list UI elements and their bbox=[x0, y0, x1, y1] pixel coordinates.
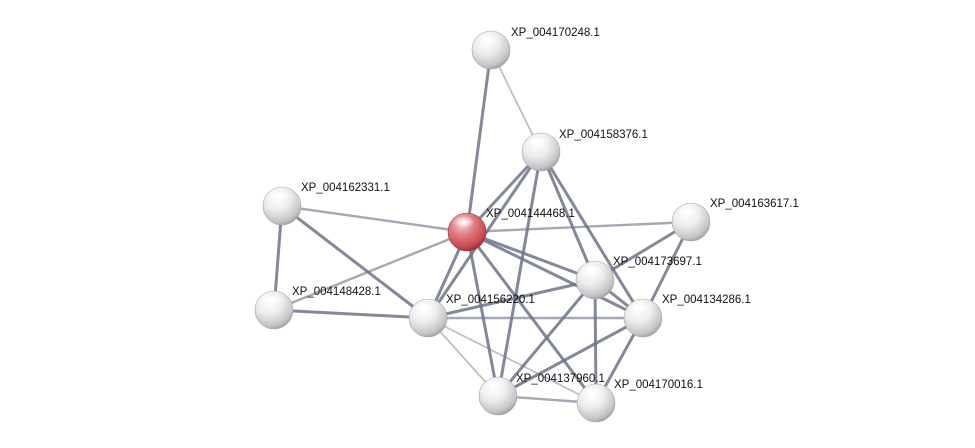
node-label: XP_004162331.1 bbox=[301, 182, 390, 194]
node-highlight bbox=[453, 216, 475, 228]
node-highlight bbox=[477, 34, 499, 46]
node-highlight bbox=[268, 190, 290, 202]
node-xp-004163617-1[interactable]: XP_004163617.1 bbox=[671, 198, 799, 242]
node-highlight bbox=[581, 264, 603, 276]
node-xp-004162331-1[interactable]: XP_004162331.1 bbox=[262, 182, 390, 226]
node-label: XP_004134286.1 bbox=[662, 294, 751, 306]
node-xp-004148428-1[interactable]: XP_004148428.1 bbox=[254, 286, 381, 330]
node-highlight bbox=[629, 302, 651, 314]
edge-xp-004158376-1-xp-004137960-1 bbox=[496, 150, 543, 398]
edge-xp-004173697-1-xp-004137960-1 bbox=[496, 278, 597, 398]
edge-xp-004144468-1-xp-004134286-1 bbox=[465, 230, 645, 320]
node-highlight bbox=[677, 206, 699, 218]
edge-xp-004144468-1-xp-004173697-1 bbox=[465, 230, 597, 282]
node-label: XP_004170248.1 bbox=[511, 27, 600, 39]
edge-xp-004156220-1-xp-004170016-1 bbox=[427, 317, 597, 404]
edge-xp-004162331-1-xp-004144468-1 bbox=[280, 204, 469, 234]
node-label: XP_004163617.1 bbox=[710, 198, 799, 210]
node-label: XP_004156220.1 bbox=[446, 294, 535, 306]
node-label: XP_004148428.1 bbox=[292, 286, 381, 298]
node-xp-004170248-1[interactable]: XP_004170248.1 bbox=[471, 27, 600, 70]
edge-xp-004173697-1-xp-004170016-1 bbox=[593, 278, 598, 405]
edge-xp-004134286-1-xp-004137960-1 bbox=[496, 316, 645, 398]
node-xp-004170016-1[interactable]: XP_004170016.1 bbox=[576, 379, 703, 423]
edge-xp-004156220-1-xp-004173697-1 bbox=[426, 278, 597, 320]
node-highlight bbox=[582, 387, 604, 399]
node-xp-004134286-1[interactable]: XP_004134286.1 bbox=[623, 294, 751, 338]
node-xp-004158376-1[interactable]: XP_004158376.1 bbox=[521, 129, 648, 172]
edge-xp-004144468-1-xp-004163617-1 bbox=[465, 220, 693, 234]
node-label: XP_004158376.1 bbox=[559, 129, 648, 141]
node-xp-004144468-1[interactable]: XP_004144468.1 bbox=[447, 208, 575, 252]
node-highlight bbox=[527, 136, 549, 148]
node-label: XP_004170016.1 bbox=[614, 379, 703, 391]
edge-xp-004148428-1-xp-004144468-1 bbox=[272, 230, 469, 312]
edge-xp-004158376-1-xp-004173697-1 bbox=[539, 150, 597, 282]
edge-xp-004144468-1-xp-004137960-1 bbox=[465, 230, 500, 398]
node-label: XP_004173697.1 bbox=[613, 256, 702, 268]
node-label: XP_004144468.1 bbox=[486, 208, 575, 220]
edge-xp-004170248-1-xp-004144468-1 bbox=[465, 48, 493, 234]
node-xp-004173697-1[interactable]: XP_004173697.1 bbox=[575, 256, 702, 300]
edge-xp-004162331-1-xp-004156220-1 bbox=[280, 204, 430, 320]
node-highlight bbox=[414, 302, 436, 314]
node-xp-004137960-1[interactable]: XP_004137960.1 bbox=[478, 373, 605, 416]
edge-xp-004148428-1-xp-004156220-1 bbox=[272, 308, 430, 320]
node-label: XP_004137960.1 bbox=[516, 373, 605, 385]
edge-xp-004158376-1-xp-004134286-1 bbox=[539, 150, 645, 320]
node-highlight bbox=[484, 380, 506, 392]
nodes-layer: XP_004170248.1XP_004158376.1XP_004162331… bbox=[254, 27, 799, 423]
node-xp-004156220-1[interactable]: XP_004156220.1 bbox=[408, 294, 535, 338]
node-highlight bbox=[260, 294, 282, 306]
